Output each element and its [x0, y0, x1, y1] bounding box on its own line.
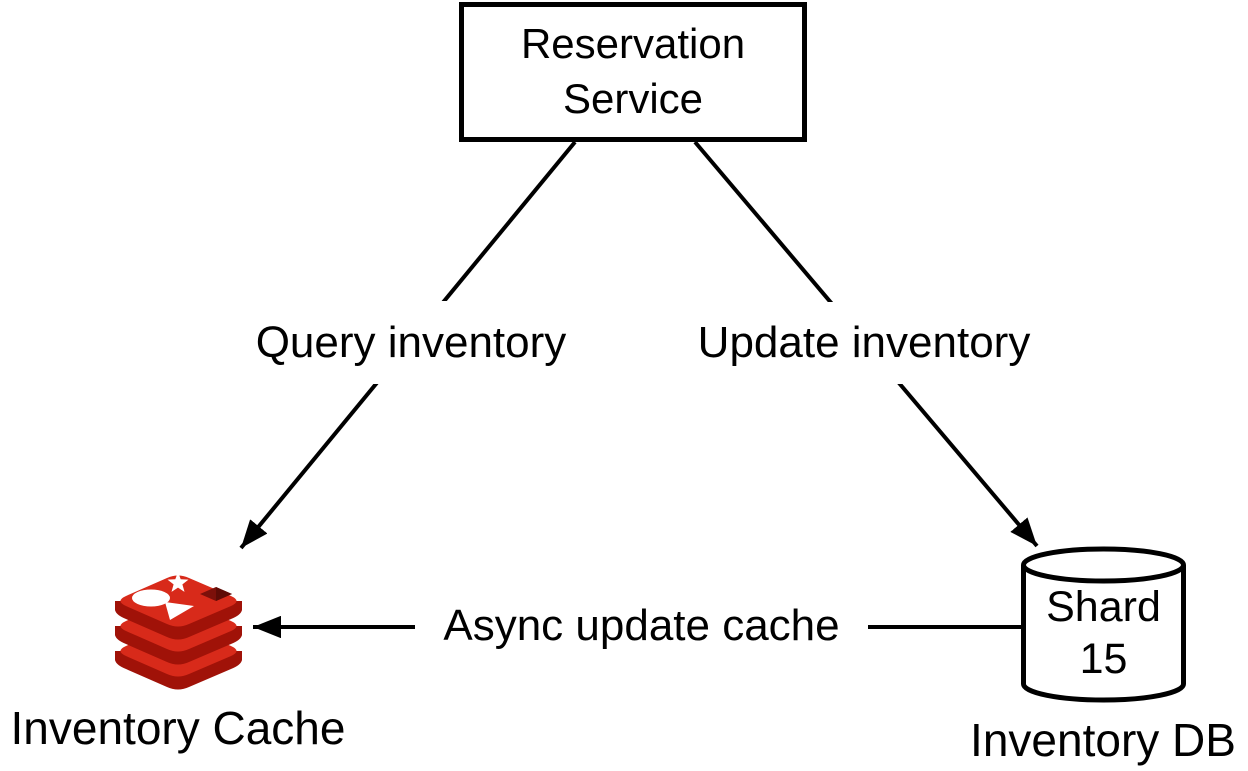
async-update-cache-edge-label-text: Async update cache	[443, 600, 840, 650]
redis-triangle-shape	[165, 602, 194, 620]
redis-stack-icon	[115, 572, 242, 690]
database-cylinder-icon: Shard 15	[1021, 546, 1186, 703]
query-inventory-edge-label: Query inventory	[227, 301, 595, 384]
inventory-cache-label: Inventory Cache	[10, 702, 346, 754]
shard-label-line1: Shard	[1046, 583, 1161, 631]
inventory-cache-node	[106, 553, 251, 698]
update-inventory-edge-label: Update inventory	[665, 302, 1063, 384]
async-update-cache-edge-label: Async update cache	[415, 583, 868, 668]
inventory-db-node: Shard 15	[1019, 540, 1189, 708]
inventory-db-label: Inventory DB	[970, 714, 1236, 766]
redis-star-shape	[167, 572, 189, 592]
query-inventory-edge-label-text: Query inventory	[255, 317, 567, 367]
shard-label-line2: 15	[1080, 635, 1128, 683]
reservation-service-label: Reservation Service	[520, 20, 746, 122]
update-inventory-edge-label-text: Update inventory	[697, 318, 1031, 367]
redis-ellipse-shape	[132, 589, 170, 607]
reservation-service-node: Reservation Service	[459, 2, 807, 142]
